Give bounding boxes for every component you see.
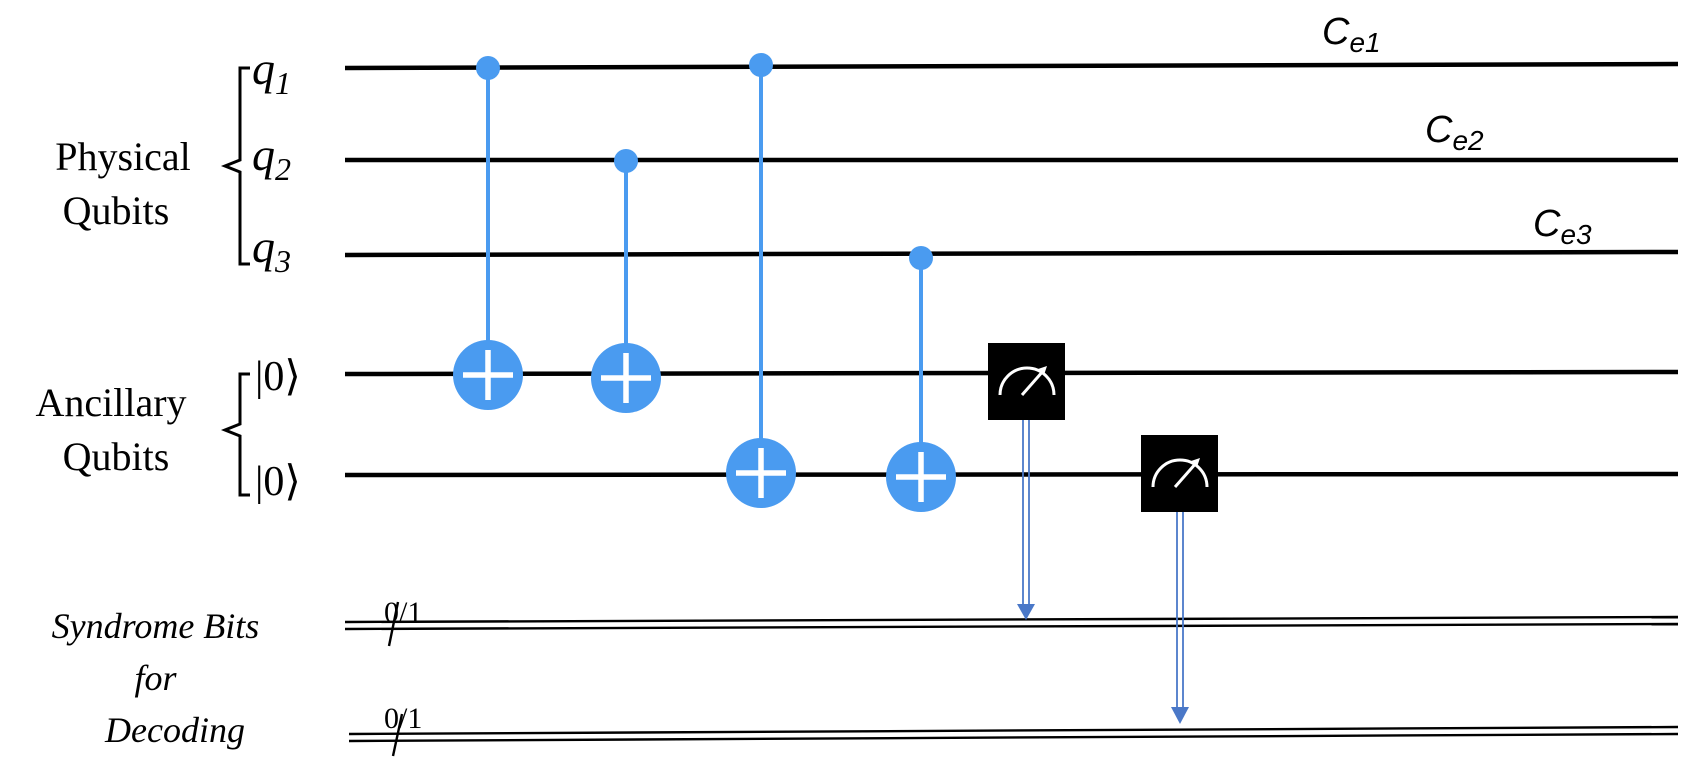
bit-label-1: 0/1 (384, 596, 422, 629)
control-dot (909, 246, 933, 270)
classical-wire-1 (344, 601, 1679, 647)
control-dot (476, 56, 500, 80)
cnot-gate-4 (886, 246, 956, 512)
meter-icon (998, 366, 1056, 396)
ancillary-label-line2: Qubits (63, 434, 170, 479)
bus-slash-2 (391, 713, 404, 757)
syndrome-label: Syndrome Bits for Decoding (52, 606, 269, 750)
measurement-gate-1 (988, 343, 1065, 620)
cnot-gate-1 (453, 56, 523, 410)
meter-box (988, 343, 1065, 420)
ancillary-label-line1: Ancillary (35, 380, 186, 425)
qubit-labels: q1 q2 q3 |0⟩ |0⟩ (252, 43, 301, 505)
physical-label: Physical Qubits (55, 134, 201, 233)
measurement-gate-2 (1141, 435, 1218, 724)
physical-brace (220, 66, 250, 266)
control-dot (749, 53, 773, 77)
syndrome-label-line2: for (134, 658, 177, 698)
group-labels: Physical Qubits Ancillary Qubits Syndrom… (35, 134, 269, 750)
control-dot (614, 149, 638, 173)
bus-slash-1 (387, 601, 400, 647)
meter-box (1141, 435, 1218, 512)
wire-ancilla-2 (344, 471, 1679, 478)
cnot-gate-2 (591, 149, 661, 413)
classical-bit-labels: 0/1 0/1 (384, 596, 422, 735)
syndrome-label-line1: Syndrome Bits (52, 606, 260, 646)
error-label-ce2: Ce2 (1425, 109, 1484, 156)
physical-label-line1: Physical (55, 134, 191, 179)
arrow-down-icon (1017, 604, 1035, 620)
syndrome-label-line3: Decoding (104, 710, 245, 750)
error-label-ce3: Ce3 (1533, 203, 1592, 250)
cnot-gate-3 (726, 53, 796, 508)
classical-wires (344, 601, 1679, 757)
qubit-wires (344, 61, 1679, 478)
qubit-label-q1: q1 (252, 43, 291, 101)
ancilla-label-2: |0⟩ (255, 459, 301, 505)
error-label-ce1: Ce1 (1322, 11, 1381, 58)
ancillary-brace (220, 372, 250, 497)
braces (220, 66, 250, 497)
classical-wire-2 (348, 713, 1679, 757)
physical-label-line2: Qubits (63, 188, 170, 233)
error-labels: Ce1 Ce2 Ce3 (1322, 11, 1592, 250)
wire-q1 (344, 61, 1679, 71)
arrow-down-icon (1171, 707, 1189, 724)
meter-icon (1151, 458, 1209, 488)
qubit-label-q3: q3 (252, 221, 291, 279)
ancilla-label-1: |0⟩ (255, 354, 301, 400)
ancillary-label: Ancillary Qubits (35, 380, 196, 479)
qubit-label-q2: q2 (252, 129, 291, 187)
wire-q3 (344, 249, 1679, 258)
bit-label-2: 0/1 (384, 702, 422, 735)
